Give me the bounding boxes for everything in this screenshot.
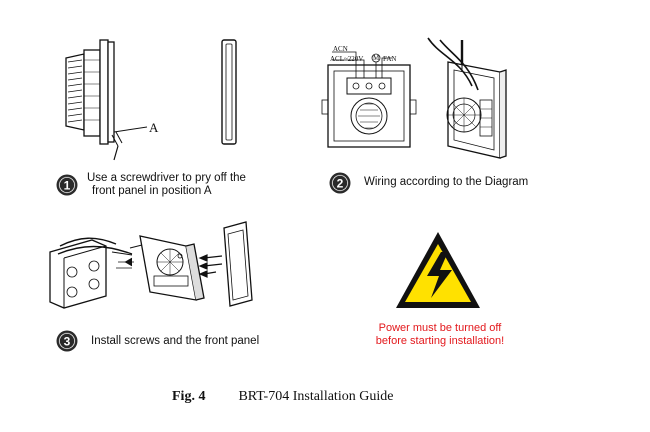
front-panel-step3	[223, 221, 253, 307]
high-voltage-warning-sign	[396, 232, 480, 308]
step-2-badge: 2	[329, 172, 351, 194]
step-1-badge: 1	[56, 174, 78, 196]
thermostat-side-view	[65, 39, 123, 161]
figure-caption: Fig. 4 BRT-704 Installation Guide	[172, 389, 393, 405]
screw-arrows	[198, 254, 223, 278]
figure-title: BRT-704 Installation Guide	[238, 389, 394, 404]
step-3-number: 3	[64, 334, 71, 348]
power-warning-text: Power must be turned off before starting…	[370, 322, 510, 348]
power-warning-line2: before starting installation!	[375, 335, 505, 347]
step-1-number: 1	[64, 178, 71, 192]
wiring-label-acl: ACL~220V	[330, 55, 364, 63]
wiring-label-acn: ACN	[333, 45, 348, 53]
step-2-text: Wiring according to the Diagram	[364, 176, 529, 188]
step-3-text: Install screws and the front panel	[91, 335, 260, 347]
step-1-text-line2: front panel in position A	[92, 185, 212, 197]
junction-box	[49, 237, 147, 309]
front-panel-side	[221, 39, 237, 145]
step-3-badge: 3	[56, 330, 78, 352]
figure-number: Fig. 4	[172, 389, 206, 404]
wiring-label-fan: FAN	[383, 55, 397, 63]
step-1-text: Use a screwdriver to pry off the front p…	[87, 172, 246, 198]
step-1-text-line1: Use a screwdriver to pry off the	[87, 172, 246, 184]
step-2-number: 2	[337, 176, 344, 190]
wiring-label-motor: M	[373, 54, 380, 62]
wiring-perspective-view	[427, 37, 507, 159]
wiring-front-view	[321, 51, 417, 148]
thermostat-body-step3	[139, 235, 205, 301]
callout-line	[113, 126, 148, 133]
callout-label-a: A	[149, 120, 159, 135]
power-warning-line1: Power must be turned off	[378, 322, 502, 334]
